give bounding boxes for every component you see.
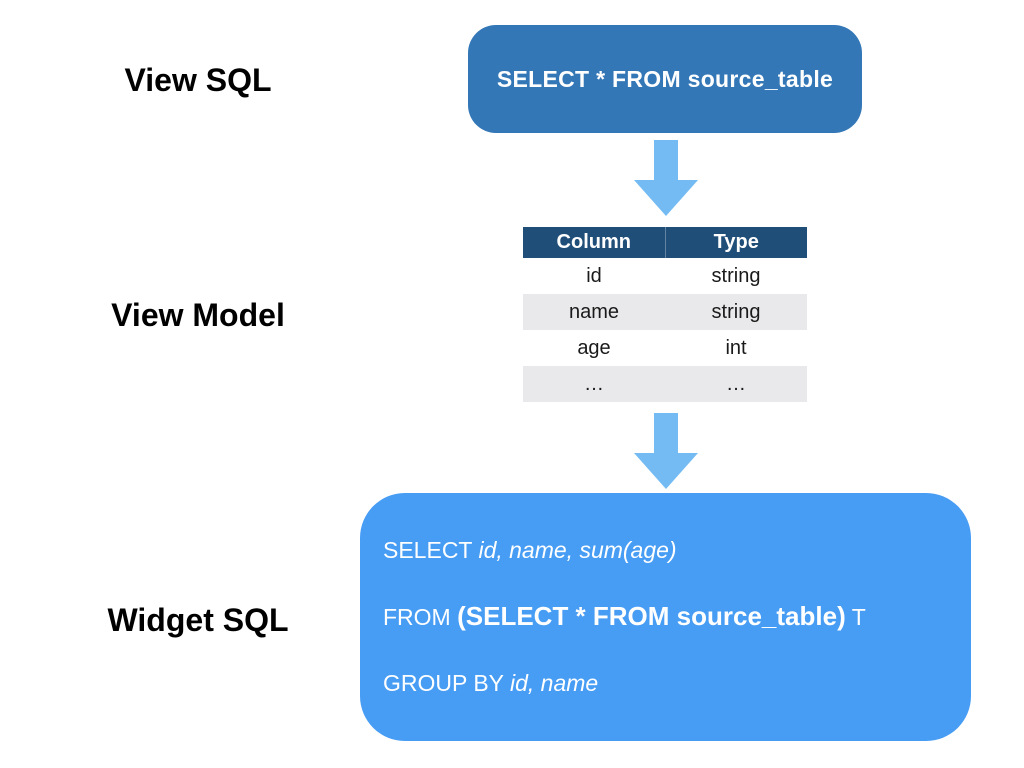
table-cell: string [711,264,761,287]
widget-sql-label: Widget SQL [107,602,289,638]
table-header-cell-column: Column [523,227,666,258]
down-arrow-icon [634,140,698,216]
table-cell: string [665,294,807,330]
table-cell: name [523,294,665,330]
table-cell: id [586,264,602,287]
sql-keyword-groupby: GROUP BY [383,670,510,696]
view-sql-text: SELECT * FROM source_table [496,65,834,92]
sql-groupby-columns: id, name [509,670,599,696]
view-model-label: View Model [111,297,285,333]
table-row: id string [523,258,807,294]
table-cell: … [665,366,807,402]
widget-sql-box: SELECT id, name, sum(age) FROM (SELECT *… [360,493,971,741]
table-header-cell-type: Type [665,227,807,258]
widget-sql-line-from: FROM (SELECT * FROM source_table) T [383,601,971,631]
widget-sql-line-select: SELECT id, name, sum(age) [383,538,971,563]
table-header-row: Column Type [523,227,807,258]
view-sql-box: SELECT * FROM source_table [468,25,862,133]
sql-subquery: (SELECT * FROM source_table) [457,601,846,631]
view-sql-label: View SQL [124,62,272,98]
view-model-table: Column Type id string name string age in… [523,227,807,402]
table-cell: … [523,366,665,402]
table-row: … … [523,366,807,402]
sql-alias: T [845,604,866,630]
sql-keyword-select: SELECT [383,537,479,563]
sql-keyword-from: FROM [383,604,458,630]
table-cell: age [577,336,611,359]
widget-sql-line-groupby: GROUP BY id, name [383,671,971,696]
table-row: age int [523,330,807,366]
table-row: name string [523,294,807,330]
sql-select-columns: id, name, sum(age) [478,537,677,563]
down-arrow-icon [634,413,698,489]
table-cell: int [725,336,747,359]
